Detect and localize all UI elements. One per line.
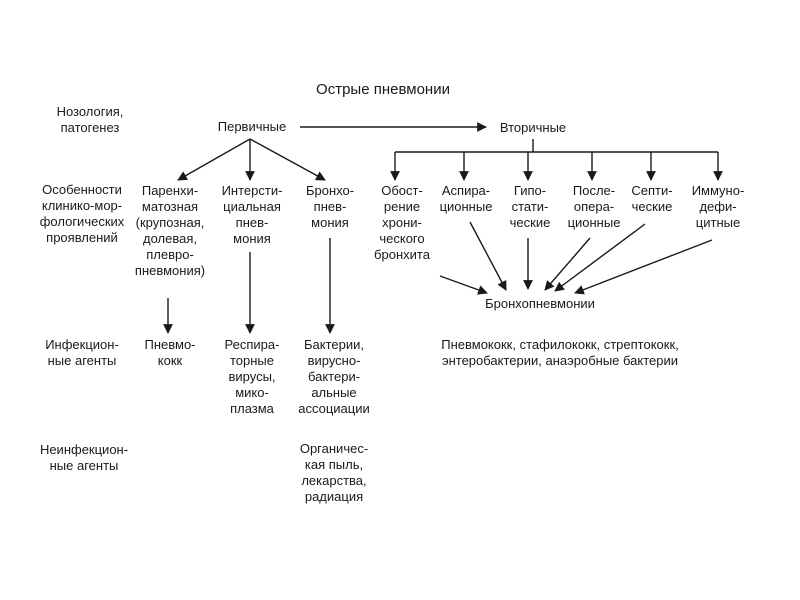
- arrow-aspiration-to-result: [469, 221, 507, 291]
- arrow-immunodeficient-to-result: [574, 239, 713, 295]
- node-bronchitis-exacerbation: Обост- рение хрони- ческого бронхита: [374, 183, 430, 262]
- node-aspiration: Аспира- ционные: [439, 183, 493, 214]
- node-parenchymal: Паренхи- матозная (крупозная, долевая, п…: [134, 183, 206, 278]
- node-bronchopneumonia-primary: Бронхо- пнев- мония: [305, 183, 355, 230]
- node-septic: Септи- ческие: [631, 183, 673, 214]
- node-bronchopneumonia-result: Бронхопневмонии: [485, 296, 595, 311]
- arrow-primary-to-broncho: [249, 138, 326, 181]
- agent-bacteria-associations: Бактерии, вирусно- бактери- альные ассоц…: [298, 337, 370, 416]
- agent-pneumococcus: Пневмо- кокк: [144, 337, 196, 368]
- arrow-primary-to-parenchymal: [177, 138, 251, 181]
- row-label-features: Особенности клинико-мор- фологических пр…: [39, 182, 125, 245]
- row-label-noninfectious: Неинфекцион- ные агенты: [39, 442, 129, 473]
- noninfectious-agents: Органичес- кая пыль, лекарства, радиация: [299, 441, 369, 504]
- arrow-exacerbation-to-result: [439, 275, 488, 295]
- arrow-septic-to-result: [554, 223, 646, 292]
- node-interstitial: Интерсти- циальная пнев- мония: [221, 183, 283, 246]
- node-primary: Первичные: [217, 119, 287, 134]
- agent-viruses-mycoplasma: Респира- торные вирусы, мико- плазма: [224, 337, 280, 416]
- node-postoperative: После- опера- ционные: [567, 183, 621, 230]
- agent-secondary-list: Пневмококк, стафилококк, стрептококк, эн…: [441, 337, 679, 368]
- row-label-nosology: Нозология, патогенез: [56, 104, 124, 135]
- arrow-postoperative-to-result: [544, 237, 591, 291]
- node-hypostatic: Гипо- стати- ческие: [509, 183, 551, 230]
- row-label-infectious: Инфекцион- ные агенты: [45, 337, 119, 368]
- diagram-title: Острые пневмонии: [316, 81, 450, 98]
- node-secondary: Вторичные: [499, 120, 567, 135]
- node-immunodeficient: Иммуно- дефи- цитные: [691, 183, 745, 230]
